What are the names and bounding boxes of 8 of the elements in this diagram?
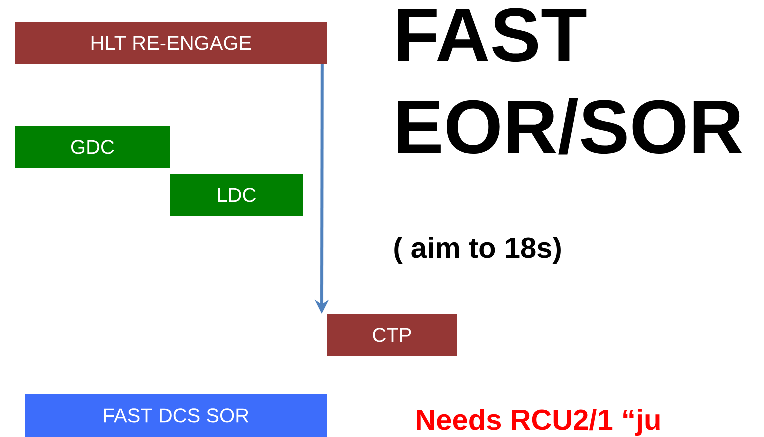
process-box: GDC [15,126,170,168]
subtitle: ( aim to 18s) [394,236,561,264]
note-text: Needs RCU2/1 “ju [417,408,660,436]
process-box: LDC [170,174,304,216]
title: FAST EOR/SOR [398,8,742,155]
process-box: HLT RE-ENGAGE [15,22,328,64]
process-box: FAST DCS SOR [25,394,328,437]
process-box: CTP [327,314,458,356]
